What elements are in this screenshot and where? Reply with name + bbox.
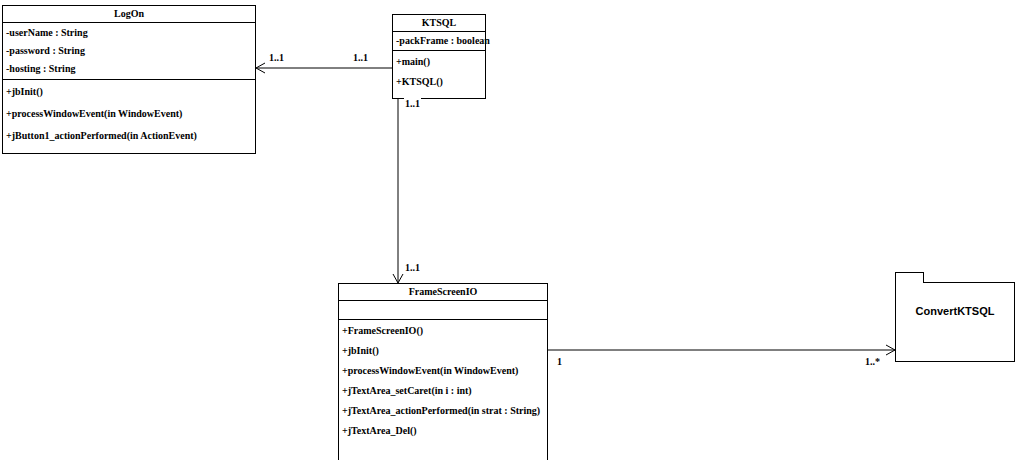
method: +jTextArea_Del()	[342, 421, 544, 441]
class-name-compartment: FrameScreenIO	[339, 284, 547, 300]
method: +jTextArea_setCaret(in i : int)	[342, 381, 544, 401]
arrowhead	[256, 63, 265, 73]
package-name: ConvertKTSQL	[916, 305, 995, 317]
arrowhead	[886, 345, 895, 355]
method: +jTextArea_actionPerformed(in strat : St…	[342, 401, 544, 421]
class-name-compartment: KTSQL	[393, 15, 485, 31]
multiplicity: 1..1	[352, 52, 369, 63]
attribute-compartment: -userName : String-password : String-hos…	[3, 22, 255, 79]
class-box: KTSQL-packFrame : boolean+main()+KTSQL()	[392, 14, 486, 99]
method: +main()	[396, 52, 482, 72]
attribute: -hosting : String	[6, 60, 252, 78]
association-arrow	[548, 345, 895, 355]
attribute: -userName : String	[6, 24, 252, 42]
method: +jbInit()	[342, 341, 544, 361]
association-arrow	[393, 99, 403, 283]
class-name: FrameScreenIO	[342, 285, 544, 299]
attribute-compartment: -packFrame : boolean	[393, 31, 485, 50]
multiplicity: 1..1	[404, 262, 421, 273]
package-box: ConvertKTSQL	[895, 282, 1015, 362]
method: +KTSQL()	[396, 72, 482, 92]
package-tab	[895, 272, 924, 283]
association-line	[548, 350, 895, 351]
attribute: -packFrame : boolean	[396, 33, 482, 49]
method: +FrameScreenIO()	[342, 321, 544, 341]
method-compartment: +jbInit()+processWindowEvent(in WindowEv…	[3, 79, 255, 153]
class-name: LogOn	[6, 7, 252, 21]
arrowhead	[393, 274, 403, 283]
multiplicity: 1..*	[864, 356, 881, 367]
method: +jButton1_actionPerformed(in ActionEvent…	[6, 125, 252, 147]
class-name-compartment: LogOn	[3, 6, 255, 22]
method-compartment: +main()+KTSQL()	[393, 50, 485, 98]
class-name: KTSQL	[396, 16, 482, 30]
method-compartment: +FrameScreenIO()+jbInit()+processWindowE…	[339, 319, 547, 447]
attribute-compartment	[339, 300, 547, 319]
multiplicity: 1	[556, 356, 563, 367]
method: +processWindowEvent(in WindowEvent)	[6, 103, 252, 125]
association-line	[398, 99, 399, 283]
method: +jbInit()	[6, 81, 252, 103]
multiplicity: 1..1	[404, 98, 421, 109]
attribute: -password : String	[6, 42, 252, 60]
association-line	[256, 68, 392, 69]
method: +processWindowEvent(in WindowEvent)	[342, 361, 544, 381]
class-box: LogOn-userName : String-password : Strin…	[2, 5, 256, 154]
association-arrow	[256, 63, 392, 73]
class-box: FrameScreenIO +FrameScreenIO()+jbInit()+p…	[338, 283, 548, 460]
multiplicity: 1..1	[268, 52, 285, 63]
